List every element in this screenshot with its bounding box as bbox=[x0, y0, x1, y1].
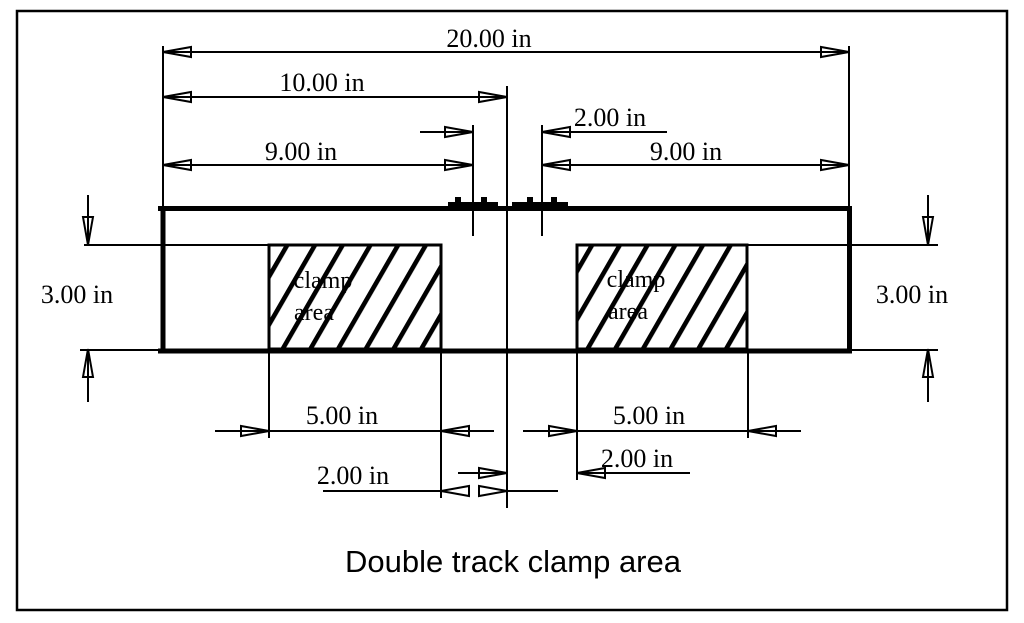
joint-bead-right bbox=[512, 202, 568, 209]
joint-nub bbox=[551, 197, 557, 203]
drawing-title: Double track clamp area bbox=[345, 544, 682, 579]
dimension-lines bbox=[80, 46, 938, 508]
dim-label-overall-width: 20.00 in bbox=[446, 24, 531, 53]
right-clamp-area-box bbox=[575, 243, 749, 351]
dim-label-right-clamp-offset: 2.00 in bbox=[601, 444, 673, 473]
right-clamp-label-line2: area bbox=[608, 299, 648, 325]
left-clamp-area-box bbox=[267, 243, 443, 351]
clamp-area-labels: clamp area clamp area bbox=[294, 267, 666, 326]
dimension-labels: 20.00 in 10.00 in 2.00 in 9.00 in 9.00 i… bbox=[41, 24, 948, 490]
joint-nub bbox=[481, 197, 487, 203]
dim-label-left-clamp-width: 5.00 in bbox=[306, 401, 378, 430]
left-clamp-label-line1: clamp bbox=[294, 268, 353, 294]
dim-label-center-gap: 2.00 in bbox=[574, 103, 646, 132]
dim-label-left-clamp-offset: 2.00 in bbox=[317, 461, 389, 490]
dim-label-right-height: 3.00 in bbox=[876, 280, 948, 309]
drawing-border bbox=[15, 9, 1009, 612]
joint-nub bbox=[455, 197, 461, 203]
left-clamp-label-line2: area bbox=[294, 300, 334, 326]
dim-label-half-width: 10.00 in bbox=[279, 68, 364, 97]
plate-outline bbox=[158, 206, 852, 354]
dim-label-right-span: 9.00 in bbox=[650, 137, 722, 166]
dim-label-right-clamp-width: 5.00 in bbox=[613, 401, 685, 430]
right-clamp-label-line1: clamp bbox=[607, 267, 666, 293]
dim-label-left-span: 9.00 in bbox=[265, 137, 337, 166]
dim-label-left-height: 3.00 in bbox=[41, 280, 113, 309]
joint-nub bbox=[527, 197, 533, 203]
